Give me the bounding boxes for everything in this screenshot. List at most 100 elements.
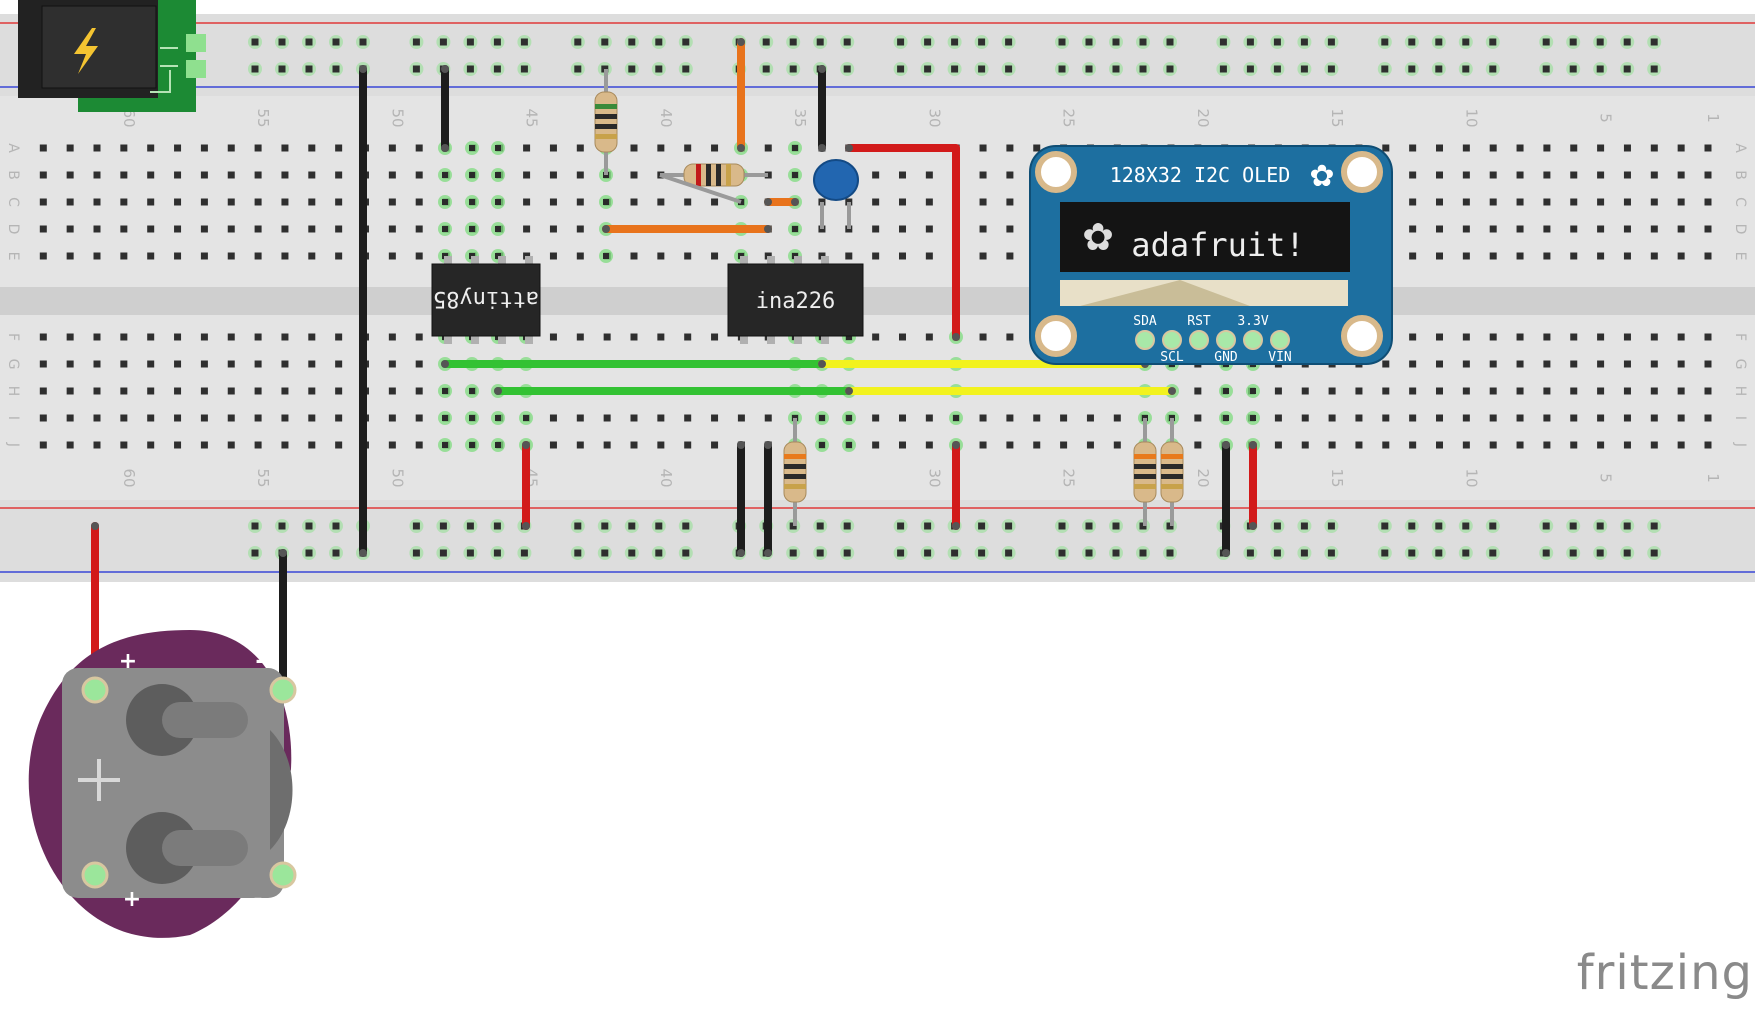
grid-hole: [925, 414, 933, 422]
grid-hole: [1650, 144, 1658, 152]
battery-clip-arm: [162, 830, 248, 866]
rail-hole: [1273, 549, 1281, 557]
rail-hole: [843, 522, 851, 530]
grid-hole: [1436, 360, 1443, 368]
grid-hole: [281, 225, 289, 233]
grid-hole: [1570, 441, 1578, 449]
grid-hole: [764, 414, 772, 422]
grid-hole: [1436, 144, 1443, 152]
grid-hole: [227, 171, 235, 179]
grid-hole: [1462, 252, 1470, 260]
grid-hole: [576, 414, 584, 422]
wire-end: [279, 549, 287, 557]
grid-hole: [1355, 414, 1363, 422]
grid-hole: [93, 171, 101, 179]
rail-hole: [1166, 65, 1174, 73]
grid-hole: [979, 252, 987, 260]
rail-hole: [1005, 549, 1013, 557]
grid-hole: [684, 414, 692, 422]
grid-hole: [120, 225, 128, 233]
grid-hole: [442, 226, 448, 232]
grid-hole: [66, 225, 74, 233]
grid-hole: [1543, 414, 1551, 422]
grid-hole: [711, 144, 719, 152]
grid-hole: [335, 387, 343, 395]
rail-hole: [1489, 549, 1497, 557]
wire-end: [1222, 549, 1230, 557]
grid-hole: [200, 198, 208, 206]
grid-hole: [1597, 252, 1605, 260]
grid-hole: [1113, 441, 1121, 449]
resistor-band: [1134, 484, 1156, 489]
grid-hole: [1677, 225, 1685, 233]
grid-hole: [281, 171, 289, 179]
power-jack: [18, 0, 206, 112]
grid-hole: [657, 333, 665, 341]
grid-hole: [1194, 387, 1202, 395]
row-letter: G: [1732, 359, 1748, 370]
grid-hole: [523, 198, 531, 206]
rail-hole: [601, 522, 609, 530]
rail-hole: [493, 522, 501, 530]
grid-hole: [1113, 414, 1121, 422]
grid-hole: [576, 144, 584, 152]
grid-hole: [495, 226, 501, 232]
grid-hole: [174, 387, 182, 395]
rail-hole: [1005, 38, 1013, 46]
grid-hole: [254, 387, 262, 395]
resistor-band: [595, 124, 617, 129]
grid-hole: [1355, 387, 1363, 395]
grid-hole: [66, 441, 74, 449]
rail-hole: [1596, 522, 1604, 530]
grid-hole: [469, 172, 475, 178]
chip-pin: [471, 334, 479, 344]
resistor-shell: [1133, 441, 1157, 503]
column-number: 60: [120, 108, 138, 127]
grid-hole: [1006, 252, 1014, 260]
battery-minus-label: -: [253, 887, 262, 912]
grid-hole: [66, 198, 74, 206]
rail-hole: [1435, 65, 1443, 73]
grid-hole: [200, 387, 208, 395]
grid-hole: [1489, 171, 1497, 179]
rail-hole: [412, 65, 420, 73]
wire-end: [522, 441, 530, 449]
grid-hole: [174, 171, 182, 179]
rail-hole: [655, 549, 663, 557]
battery-clip-arm: [162, 702, 248, 738]
rail-hole: [1139, 65, 1147, 73]
rail-hole: [251, 522, 259, 530]
grid-hole: [1462, 225, 1470, 233]
chip-pin: [767, 334, 775, 344]
resistor-body: [1160, 441, 1184, 503]
grid-hole: [388, 333, 396, 341]
rail-hole: [601, 38, 609, 46]
grid-hole: [147, 171, 155, 179]
grid-hole: [1516, 414, 1524, 422]
power-jack-face: [41, 5, 157, 89]
grid-hole: [1704, 441, 1712, 449]
grid-hole: [200, 333, 208, 341]
grid-hole: [1650, 387, 1658, 395]
rail-hole: [1650, 549, 1658, 557]
grid-hole: [764, 171, 772, 179]
rail-hole: [1246, 65, 1254, 73]
grid-hole: [120, 414, 128, 422]
column-number: 55: [254, 108, 272, 127]
battery-pad: [269, 861, 297, 889]
chip-body: [727, 263, 864, 337]
resistor-r3: [783, 418, 807, 526]
oled-pin: [1243, 330, 1263, 350]
grid-hole: [66, 360, 74, 368]
grid-hole: [1597, 441, 1605, 449]
grid-hole: [523, 415, 529, 421]
resistor-r5: [1160, 418, 1184, 526]
grid-hole: [388, 225, 396, 233]
rail-hole: [1569, 549, 1577, 557]
rail-hole: [655, 522, 663, 530]
grid-hole: [603, 441, 611, 449]
rail-hole: [1489, 38, 1497, 46]
wire-end: [441, 144, 449, 152]
grid-hole: [227, 252, 235, 260]
grid-hole: [495, 199, 501, 205]
